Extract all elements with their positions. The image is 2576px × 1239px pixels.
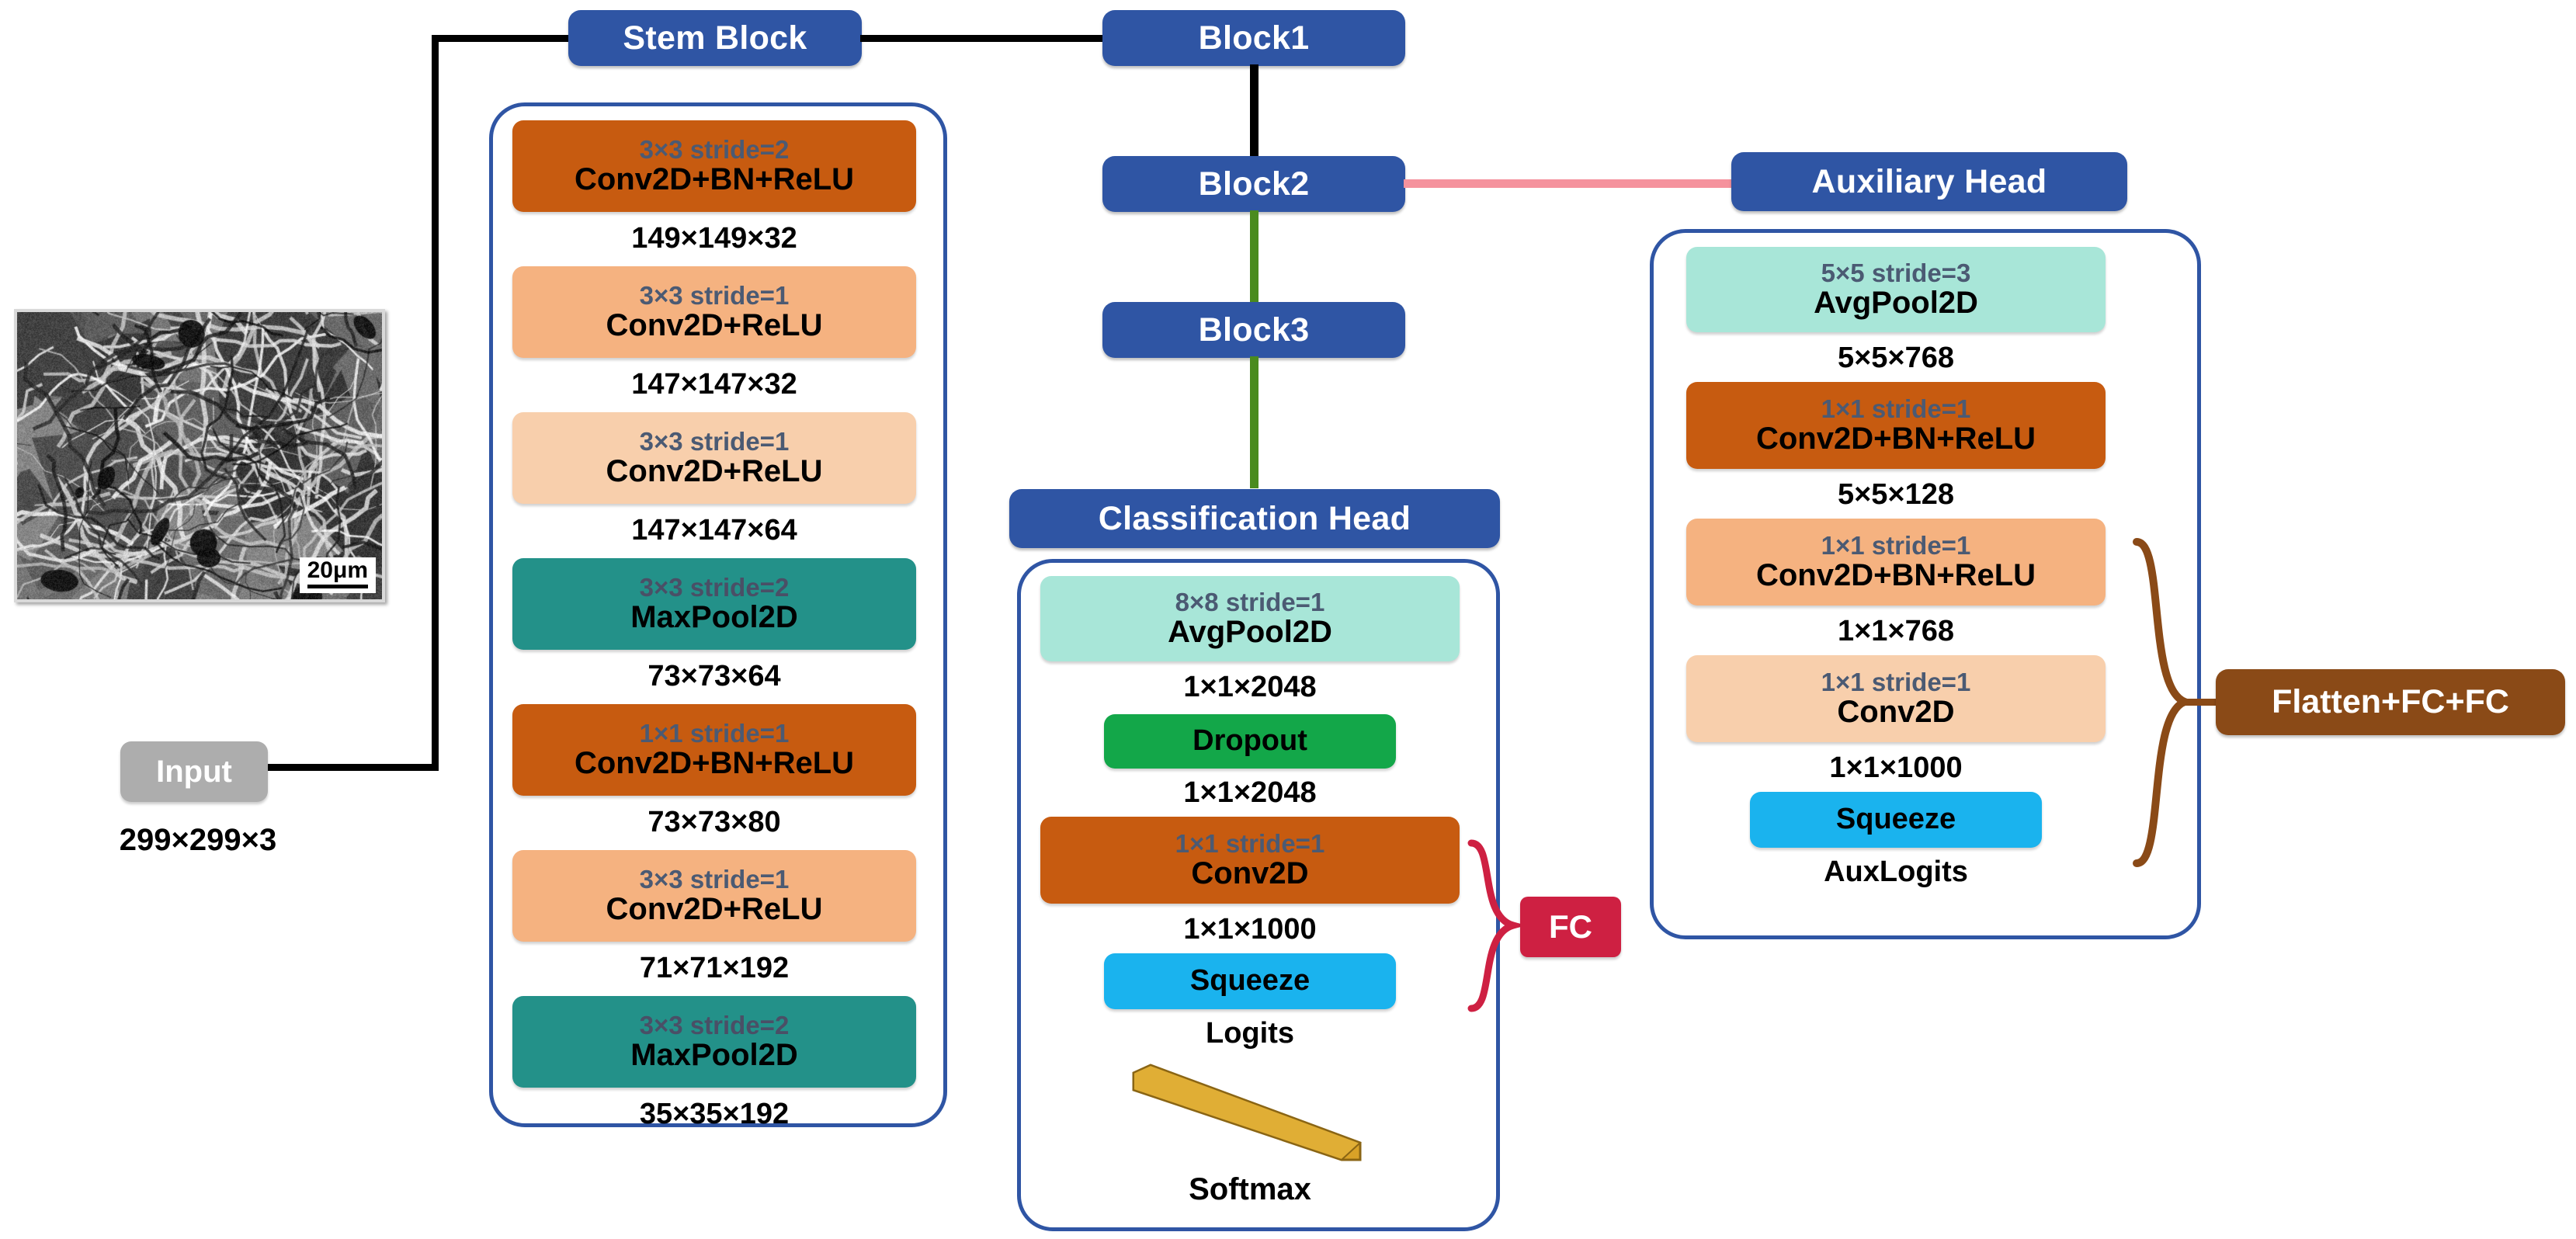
classification-layer-2[interactable]: 1×1 stride=1 Conv2D bbox=[1040, 817, 1460, 904]
auxiliary-layer-1[interactable]: 1×1 stride=1 Conv2D+BN+ReLU bbox=[1686, 382, 2106, 469]
softmax-arrow-icon bbox=[1132, 1064, 1362, 1161]
stem-layer-3-output: 73×73×64 bbox=[647, 660, 781, 692]
stem-layer-0-name: Conv2D+BN+ReLU bbox=[574, 161, 855, 196]
stem-layer-0-output: 149×149×32 bbox=[631, 222, 797, 255]
auxiliary-layer-1-name: Conv2D+BN+ReLU bbox=[1755, 421, 2036, 456]
stem-layer-4[interactable]: 1×1 stride=1 Conv2D+BN+ReLU bbox=[512, 704, 916, 796]
classification-layer-2-output: 1×1×1000 bbox=[1183, 913, 1317, 946]
edge-block2-to-auxiliary-head bbox=[1404, 179, 1738, 188]
scale-bar-line bbox=[307, 585, 368, 588]
stem-layer-4-output: 73×73×80 bbox=[647, 806, 781, 838]
classification-layer-1-name: Dropout bbox=[1193, 724, 1307, 758]
auxiliary-layer-0[interactable]: 5×5 stride=3 AvgPool2D bbox=[1686, 247, 2106, 332]
auxiliary-layer-3[interactable]: 1×1 stride=1 Conv2D bbox=[1686, 655, 2106, 742]
classification-fc-badge[interactable]: FC bbox=[1520, 897, 1621, 957]
auxiliary-layer-0-kernel: 5×5 stride=3 bbox=[1821, 259, 1971, 288]
stem-layer-5-name: Conv2D+ReLU bbox=[606, 891, 823, 926]
classification-head-header-label: Classification Head bbox=[1098, 499, 1411, 537]
stem-layer-6-name: MaxPool2D bbox=[630, 1037, 798, 1072]
scale-bar: 20μm bbox=[299, 557, 376, 593]
classification-head-header[interactable]: Classification Head bbox=[1009, 489, 1500, 548]
classification-layer-1-output: 1×1×2048 bbox=[1183, 776, 1317, 809]
auxiliary-layer-3-output: 1×1×1000 bbox=[1829, 751, 1963, 784]
classification-fc-badge-label: FC bbox=[1549, 908, 1592, 945]
auxiliary-layer-0-output: 5×5×768 bbox=[1837, 342, 1955, 374]
block2-label: Block2 bbox=[1198, 165, 1310, 203]
edge-input-to-stem-horizontal bbox=[268, 764, 439, 771]
edge-block2-to-block3 bbox=[1250, 210, 1258, 304]
auxiliary-layer-3-kernel: 1×1 stride=1 bbox=[1821, 668, 1971, 697]
classification-fc-brace-icon bbox=[1467, 839, 1526, 1012]
input-shape-label: 299×299×3 bbox=[119, 823, 277, 857]
flatten-fc-fc-label: Flatten+FC+FC bbox=[2272, 683, 2509, 720]
stem-layer-0[interactable]: 3×3 stride=2 Conv2D+BN+ReLU bbox=[512, 120, 916, 212]
auxiliary-head-header[interactable]: Auxiliary Head bbox=[1731, 152, 2127, 211]
auxiliary-layer-4-output: AuxLogits bbox=[1824, 856, 1968, 888]
auxiliary-layer-2[interactable]: 1×1 stride=1 Conv2D+BN+ReLU bbox=[1686, 519, 2106, 606]
auxiliary-layer-2-kernel: 1×1 stride=1 bbox=[1821, 531, 1971, 560]
auxiliary-layer-1-output: 5×5×128 bbox=[1837, 478, 1955, 511]
auxiliary-layer-3-name: Conv2D bbox=[1837, 694, 1955, 729]
block3-label: Block3 bbox=[1198, 311, 1310, 349]
auxiliary-layer-4-name: Squeeze bbox=[1835, 803, 1956, 836]
classification-layer-0-name: AvgPool2D bbox=[1168, 614, 1332, 649]
auxiliary-layer-2-name: Conv2D+BN+ReLU bbox=[1755, 557, 2036, 592]
stem-layer-2-kernel: 3×3 stride=1 bbox=[639, 427, 790, 456]
input-pill[interactable]: Input bbox=[120, 741, 268, 802]
edge-block3-to-classification-head bbox=[1250, 356, 1258, 488]
classification-layer-3[interactable]: Squeeze bbox=[1104, 953, 1396, 1009]
classification-layer-0[interactable]: 8×8 stride=1 AvgPool2D bbox=[1040, 576, 1460, 661]
stem-layer-1[interactable]: 3×3 stride=1 Conv2D+ReLU bbox=[512, 266, 916, 358]
edge-input-to-stem-vertical bbox=[432, 35, 439, 771]
stem-layer-1-name: Conv2D+ReLU bbox=[606, 307, 823, 342]
stem-layer-2-name: Conv2D+ReLU bbox=[606, 453, 823, 488]
edge-aux-brace-to-flatten bbox=[2182, 699, 2228, 706]
auxiliary-layer-0-name: AvgPool2D bbox=[1814, 285, 1978, 320]
auxiliary-layer-1-kernel: 1×1 stride=1 bbox=[1821, 394, 1971, 424]
edge-stem-to-block1 bbox=[860, 35, 1106, 42]
classification-layer-2-kernel: 1×1 stride=1 bbox=[1175, 829, 1325, 859]
stem-block-header[interactable]: Stem Block bbox=[568, 10, 862, 66]
block3[interactable]: Block3 bbox=[1102, 302, 1405, 358]
stem-layer-0-kernel: 3×3 stride=2 bbox=[639, 135, 790, 165]
classification-layer-0-kernel: 8×8 stride=1 bbox=[1175, 588, 1325, 617]
block1[interactable]: Block1 bbox=[1102, 10, 1405, 66]
stem-layer-6[interactable]: 3×3 stride=2 MaxPool2D bbox=[512, 996, 916, 1088]
input-pill-label: Input bbox=[156, 754, 232, 789]
stem-layer-4-kernel: 1×1 stride=1 bbox=[639, 719, 790, 748]
stem-block-header-label: Stem Block bbox=[623, 19, 807, 57]
classification-layer-3-name: Squeeze bbox=[1189, 964, 1311, 998]
softmax-label: Softmax bbox=[1189, 1172, 1311, 1206]
flatten-fc-fc-box[interactable]: Flatten+FC+FC bbox=[2216, 669, 2565, 735]
stem-layer-2[interactable]: 3×3 stride=1 Conv2D+ReLU bbox=[512, 412, 916, 504]
stem-layer-1-output: 147×147×32 bbox=[631, 368, 797, 401]
stem-layer-3[interactable]: 3×3 stride=2 MaxPool2D bbox=[512, 558, 916, 650]
stem-layer-4-name: Conv2D+BN+ReLU bbox=[574, 745, 855, 780]
stem-layer-6-kernel: 3×3 stride=2 bbox=[639, 1011, 790, 1040]
edge-stem-top-horizontal bbox=[432, 35, 571, 42]
stem-layer-5-output: 71×71×192 bbox=[639, 952, 790, 984]
classification-layer-1[interactable]: Dropout bbox=[1104, 714, 1396, 769]
input-sem-image: 20μm bbox=[14, 309, 385, 602]
auxiliary-layer-4[interactable]: Squeeze bbox=[1750, 792, 2042, 848]
stem-layer-1-kernel: 3×3 stride=1 bbox=[639, 281, 790, 311]
block1-label: Block1 bbox=[1198, 19, 1310, 57]
auxiliary-layer-2-output: 1×1×768 bbox=[1837, 615, 1955, 647]
edge-block1-to-block2 bbox=[1250, 64, 1258, 158]
auxiliary-head-header-label: Auxiliary Head bbox=[1811, 162, 2047, 200]
classification-layer-3-output: Logits bbox=[1206, 1017, 1294, 1050]
stem-layer-6-output: 35×35×192 bbox=[639, 1098, 790, 1130]
stem-layer-3-kernel: 3×3 stride=2 bbox=[639, 573, 790, 602]
stem-layer-5[interactable]: 3×3 stride=1 Conv2D+ReLU bbox=[512, 850, 916, 942]
classification-layer-2-name: Conv2D bbox=[1191, 856, 1309, 890]
classification-layer-0-output: 1×1×2048 bbox=[1183, 671, 1317, 703]
stem-layer-5-kernel: 3×3 stride=1 bbox=[639, 865, 790, 894]
scale-bar-label: 20μm bbox=[307, 557, 368, 583]
stem-layer-2-output: 147×147×64 bbox=[631, 514, 797, 547]
stem-layer-3-name: MaxPool2D bbox=[630, 599, 798, 634]
block2[interactable]: Block2 bbox=[1102, 156, 1405, 212]
